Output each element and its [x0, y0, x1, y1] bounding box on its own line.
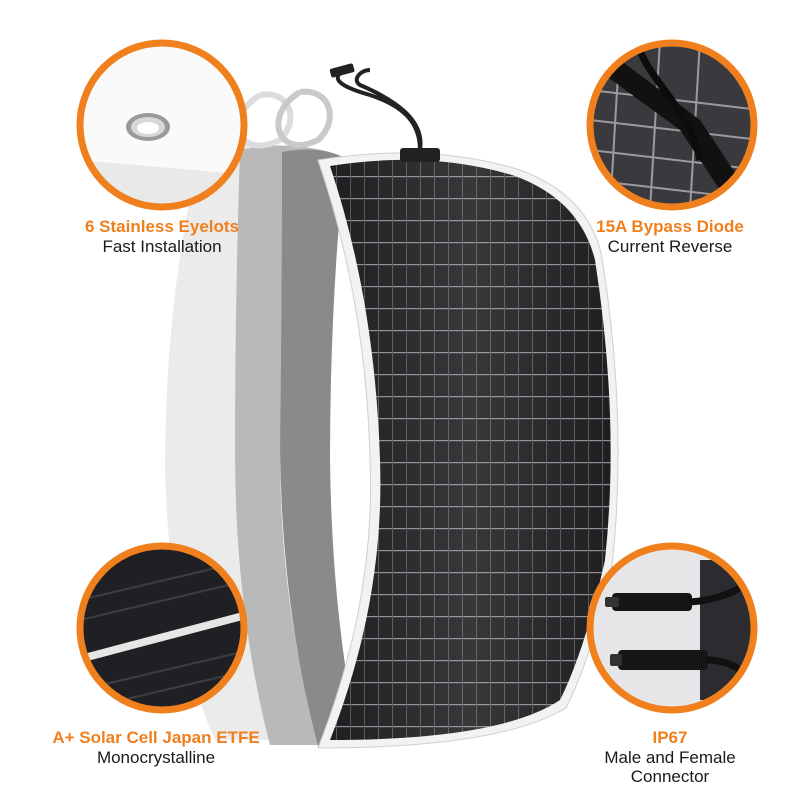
feature-diode-title: 15A Bypass Diode — [596, 217, 744, 236]
panel-cable — [335, 68, 423, 151]
ghost-panel-dark — [280, 149, 360, 749]
bypass-diode-icon — [586, 39, 758, 211]
feature-connector-title: IP67 — [652, 728, 688, 747]
ghost-cable-2 — [275, 88, 333, 148]
feature-diode-subtitle: Current Reverse — [607, 237, 733, 256]
eyelet-icon — [76, 39, 248, 211]
feature-connector-subtitle-line1: Male and Female — [604, 748, 736, 767]
ghost-panel-mid — [235, 145, 330, 746]
feature-cell-title: A+ Solar Cell Japan ETFE — [52, 728, 260, 747]
feature-cell: A+ Solar Cell Japan ETFE Monocrystalline — [26, 728, 286, 767]
connector-icon — [586, 542, 758, 714]
feature-connector-subtitle-line2: Connector — [630, 767, 710, 786]
mc4-plug-top — [329, 63, 355, 78]
feature-eyelets-title: 6 Stainless Eyelots — [84, 217, 240, 236]
junction-box — [400, 148, 440, 162]
feature-diode: 15A Bypass Diode Current Reverse — [540, 217, 800, 256]
solar-panel — [317, 63, 619, 749]
feature-eyelets: 6 Stainless Eyelots Fast Installation — [32, 217, 292, 256]
feature-eyelets-subtitle: Fast Installation — [102, 237, 222, 256]
feature-cell-subtitle: Monocrystalline — [96, 748, 216, 767]
feature-connector: IP67 Male and Female Connector — [540, 728, 800, 786]
